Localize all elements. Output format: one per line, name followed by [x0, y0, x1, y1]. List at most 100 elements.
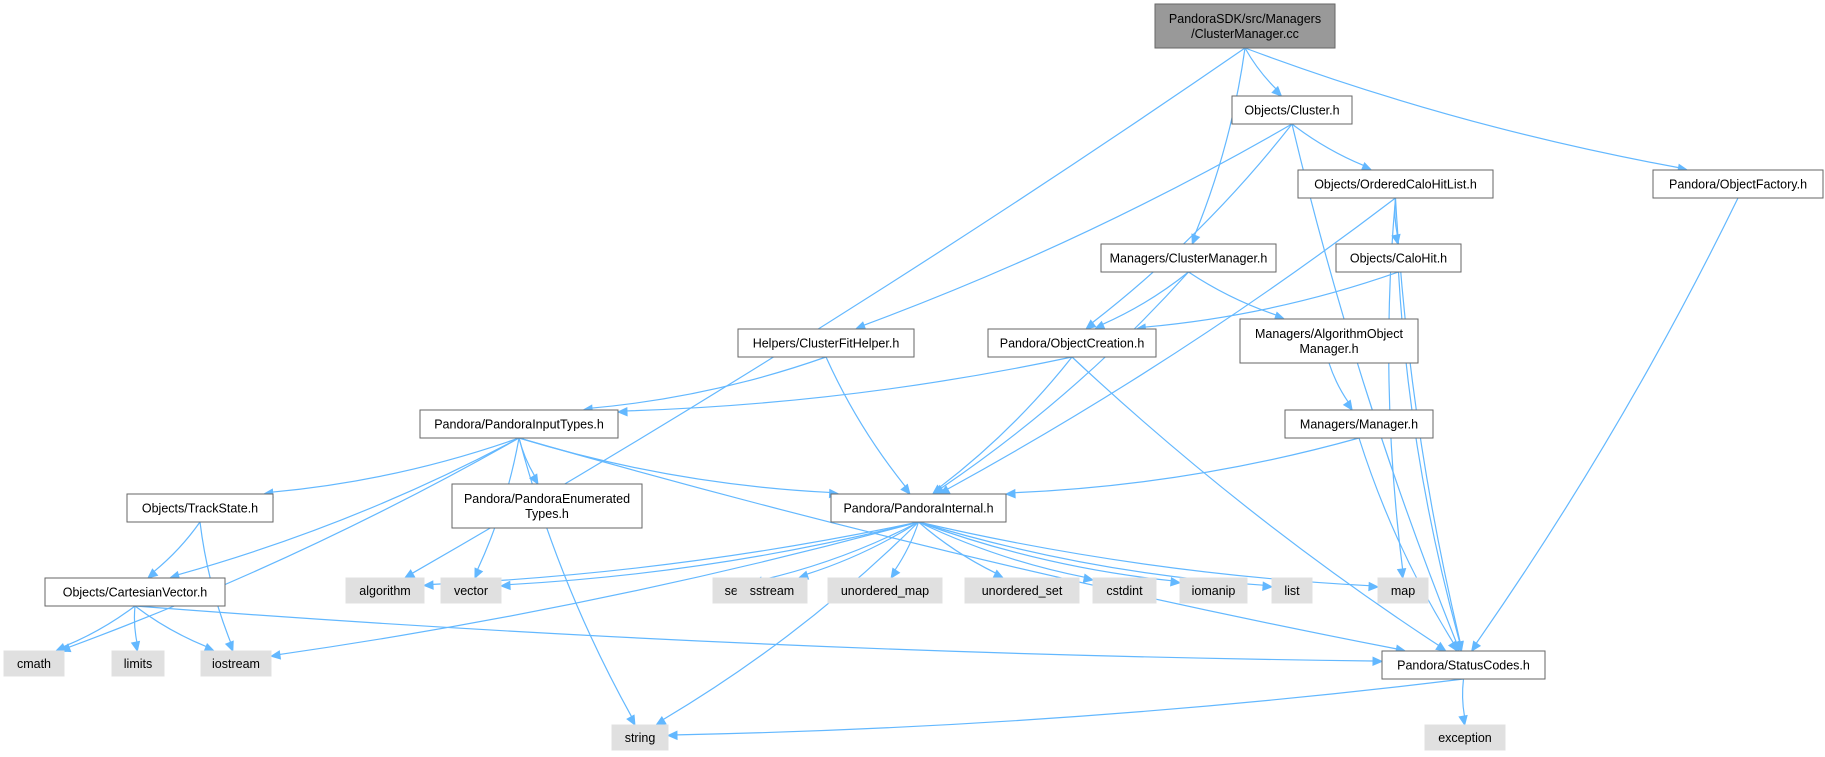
node-box — [1239, 318, 1419, 364]
node-exception: exception — [1424, 724, 1506, 751]
edge-objectcreation_h-to-pandorainternal_h — [938, 356, 1073, 489]
node-label: Objects/TrackState.h — [142, 502, 258, 516]
node-box — [1271, 577, 1313, 604]
edge-manager_h-to-pandorainternal_h — [1014, 437, 1360, 494]
node-label: iostream — [212, 657, 260, 671]
edge-pandorainternal_h-to-vector — [509, 521, 919, 586]
edge-pandorainputtypes_h-to-statuscodes_h — [518, 437, 1397, 650]
edge-clustermanager_h-to-algorithmobjectmanager_h — [1188, 271, 1277, 316]
edge-clustermanager_h-to-pandorainternal_h — [940, 271, 1189, 489]
arrowhead-pandorainternal_h-to-iostream — [269, 650, 282, 660]
node-statuscodes-h[interactable]: Pandora/StatusCodes.h — [1381, 650, 1546, 680]
nodes-layer: PandoraSDK/src/Managers/ClusterManager.c… — [3, 3, 1824, 751]
node-box — [451, 483, 643, 529]
node-calohit-h[interactable]: Objects/CaloHit.h — [1335, 243, 1462, 273]
edge-pandorainternal_h-to-iostream — [279, 521, 919, 656]
node-orderedcalohitlist-h[interactable]: Objects/OrderedCaloHitList.h — [1297, 169, 1494, 199]
node-label: sstream — [750, 584, 794, 598]
node-string: string — [611, 724, 669, 751]
node-clustermanager-h[interactable]: Managers/ClusterManager.h — [1100, 243, 1277, 273]
edge-pandorainputtypes_h-to-cartesianvector_h — [178, 437, 520, 576]
edge-clusterfithelper_h-to-pandorainternal_h — [825, 356, 906, 487]
edge-cartesianvector_h-to-limits — [133, 605, 138, 643]
edge-objectfactory_h-to-statuscodes_h — [1475, 197, 1739, 644]
node-label: Objects/CaloHit.h — [1350, 252, 1447, 266]
node-label: iomanip — [1192, 584, 1236, 598]
node-iomanip: iomanip — [1179, 577, 1248, 604]
node-objectfactory-h[interactable]: Pandora/ObjectFactory.h — [1652, 169, 1824, 199]
arrowhead-pandorainternal_h-to-iomanip — [1170, 576, 1182, 587]
arrowhead-cartesianvector_h-to-iostream — [203, 643, 216, 652]
node-box — [830, 493, 1007, 523]
edge-algorithmobjectmanager_h-to-manager_h — [1328, 362, 1349, 403]
arrowhead-manager_h-to-pandorainternal_h — [1004, 488, 1016, 499]
node-cluster-h[interactable]: Objects/Cluster.h — [1231, 95, 1353, 125]
node-box — [1381, 650, 1546, 680]
edge-pandorainternal_h-to-unordered_map — [894, 521, 920, 571]
edge-pandorainternal_h-to-string — [662, 521, 919, 721]
node-box — [1335, 243, 1462, 273]
edge-cartesianvector_h-to-iostream — [134, 605, 207, 648]
node-box — [440, 577, 502, 604]
arrowhead-cluster_h-to-objectcreation_h — [1085, 319, 1097, 330]
node-label: exception — [1438, 731, 1492, 745]
arrowhead-pandorainternal_h-to-vector — [499, 580, 511, 591]
edge-pandorainternal_h-to-cstdint — [918, 521, 1085, 578]
arrowhead-trackstate_h-to-iostream — [224, 640, 234, 653]
node-label: list — [1284, 584, 1300, 598]
edge-cluster_h-to-objectcreation_h — [1092, 123, 1293, 324]
arrowhead-manager_h-to-statuscodes_h — [1447, 640, 1458, 653]
arrowhead-root-to-algorithm — [403, 569, 416, 579]
edge-root-to-objectfactory_h — [1244, 47, 1679, 169]
node-label: Manager.h — [1299, 342, 1358, 356]
node-box — [611, 724, 669, 751]
node-label: unordered_map — [841, 584, 929, 598]
edge-objectcreation_h-to-pandorainputtypes_h — [626, 356, 1073, 412]
node-label: Managers/ClusterManager.h — [1110, 252, 1268, 266]
edges-layer — [54, 47, 1739, 741]
arrowhead-pandorainputtypes_h-to-string — [626, 714, 636, 727]
node-box — [1424, 724, 1506, 751]
arrowhead-root-to-clustermanager_h — [1191, 233, 1201, 246]
arrowhead-objectfactory_h-to-statuscodes_h — [1471, 640, 1482, 653]
node-label: string — [625, 731, 656, 745]
node-label: algorithm — [359, 584, 410, 598]
edge-pandorainternal_h-to-unordered_set — [918, 521, 996, 574]
arrowhead-pandorainternal_h-to-unordered_map — [890, 567, 901, 580]
node-box — [964, 577, 1080, 604]
arrowhead-pandorainternal_h-to-unordered_set — [992, 569, 1005, 579]
node-box — [987, 328, 1157, 358]
node-pandorainternal-h[interactable]: Pandora/PandoraInternal.h — [830, 493, 1007, 523]
node-label: Managers/AlgorithmObject — [1255, 327, 1404, 341]
node-vector: vector — [440, 577, 502, 604]
node-manager-h[interactable]: Managers/Manager.h — [1284, 409, 1434, 439]
node-box — [1297, 169, 1494, 199]
node-clusterfithelper-h[interactable]: Helpers/ClusterFitHelper.h — [737, 328, 915, 358]
node-box — [1652, 169, 1824, 199]
edge-orderedcalohitlist_h-to-pandorainternal_h — [947, 197, 1396, 490]
node-trackstate-h[interactable]: Objects/TrackState.h — [126, 493, 274, 523]
node-label: Objects/CartesianVector.h — [63, 586, 208, 600]
node-pandorainputtypes-h[interactable]: Pandora/PandoraInputTypes.h — [419, 409, 619, 439]
node-box — [737, 328, 915, 358]
arrowhead-pandorainputtypes_h-to-vector — [474, 567, 484, 580]
node-cstdint: cstdint — [1092, 577, 1157, 604]
node-objectcreation-h[interactable]: Pandora/ObjectCreation.h — [987, 328, 1157, 358]
node-cartesianvector-h[interactable]: Objects/CartesianVector.h — [44, 577, 226, 607]
node-box — [736, 577, 808, 604]
node-label: Pandora/PandoraInputTypes.h — [434, 418, 604, 432]
arrowhead-algorithmobjectmanager_h-to-manager_h — [1342, 399, 1353, 412]
node-box — [1154, 3, 1336, 49]
arrowhead-clustermanager_h-to-objectcreation_h — [1093, 320, 1106, 330]
node-unordered-map: unordered_map — [827, 577, 943, 604]
edge-pandorainputtypes_h-to-pandoraenumeratedtypes_h — [518, 437, 536, 476]
node-box — [200, 650, 272, 677]
arrowhead-pandorainternal_h-to-cstdint — [1082, 573, 1095, 583]
node-label: cmath — [17, 657, 51, 671]
node-root[interactable]: PandoraSDK/src/Managers/ClusterManager.c… — [1154, 3, 1336, 49]
edge-root-to-cluster_h — [1244, 47, 1277, 90]
edge-cluster_h-to-statuscodes_h — [1291, 123, 1457, 643]
